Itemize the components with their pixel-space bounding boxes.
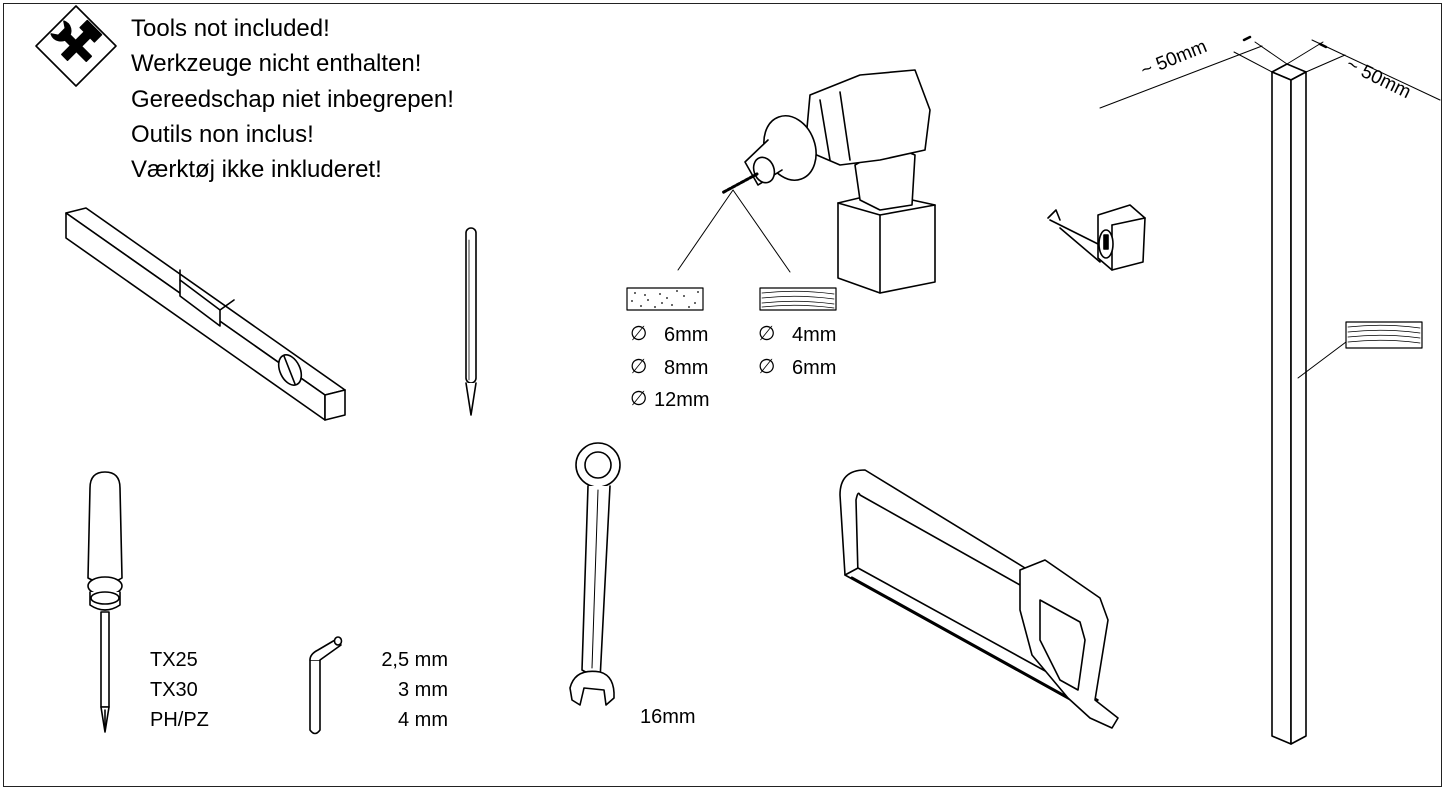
notice-line-fr: Outils non inclus!	[131, 121, 314, 148]
stone-material-icon	[626, 287, 704, 311]
screwdriver-bit: TX30	[150, 679, 198, 701]
page-frame	[3, 3, 1442, 787]
diameter-symbol: ∅	[630, 386, 648, 410]
tools-warning-icon	[35, 5, 117, 87]
tape-measure-icon	[1047, 204, 1146, 271]
diameter-symbol: ∅	[758, 354, 776, 378]
pencil-icon	[465, 227, 477, 416]
hex-key-size: 4 mm	[398, 709, 448, 731]
wrench-size: 16mm	[640, 706, 696, 728]
stone-drill-size: 6mm	[664, 324, 709, 346]
notice-line-da: Værktøj ikke inkluderet!	[131, 156, 382, 183]
hex-key-icon	[309, 636, 343, 735]
wrench-icon	[569, 442, 621, 706]
notice-line-nl: Gereedschap niet inbegrepen!	[131, 86, 454, 113]
hex-key-size: 2,5 mm	[381, 649, 448, 671]
diameter-symbol: ∅	[630, 321, 648, 345]
hacksaw-icon	[839, 469, 1119, 729]
screwdriver-icon	[87, 471, 123, 733]
notice-line-de: Werkzeuge nicht enthalten!	[131, 50, 422, 77]
diameter-symbol: ∅	[758, 321, 776, 345]
spirit-level-icon	[65, 207, 346, 421]
wood-drill-size: 6mm	[792, 357, 837, 379]
screwdriver-bit: PH/PZ	[150, 709, 209, 731]
stone-drill-size: 8mm	[664, 357, 709, 379]
drill-icon	[677, 69, 936, 294]
wood-material-icon	[759, 287, 837, 311]
screwdriver-bit: TX25	[150, 649, 198, 671]
wooden-post-icon	[1099, 35, 1441, 745]
wood-drill-size: 4mm	[792, 324, 837, 346]
stone-drill-size: 12mm	[654, 389, 710, 411]
notice-line-en: Tools not included!	[131, 15, 330, 42]
diameter-symbol: ∅	[630, 354, 648, 378]
hex-key-size: 3 mm	[398, 679, 448, 701]
